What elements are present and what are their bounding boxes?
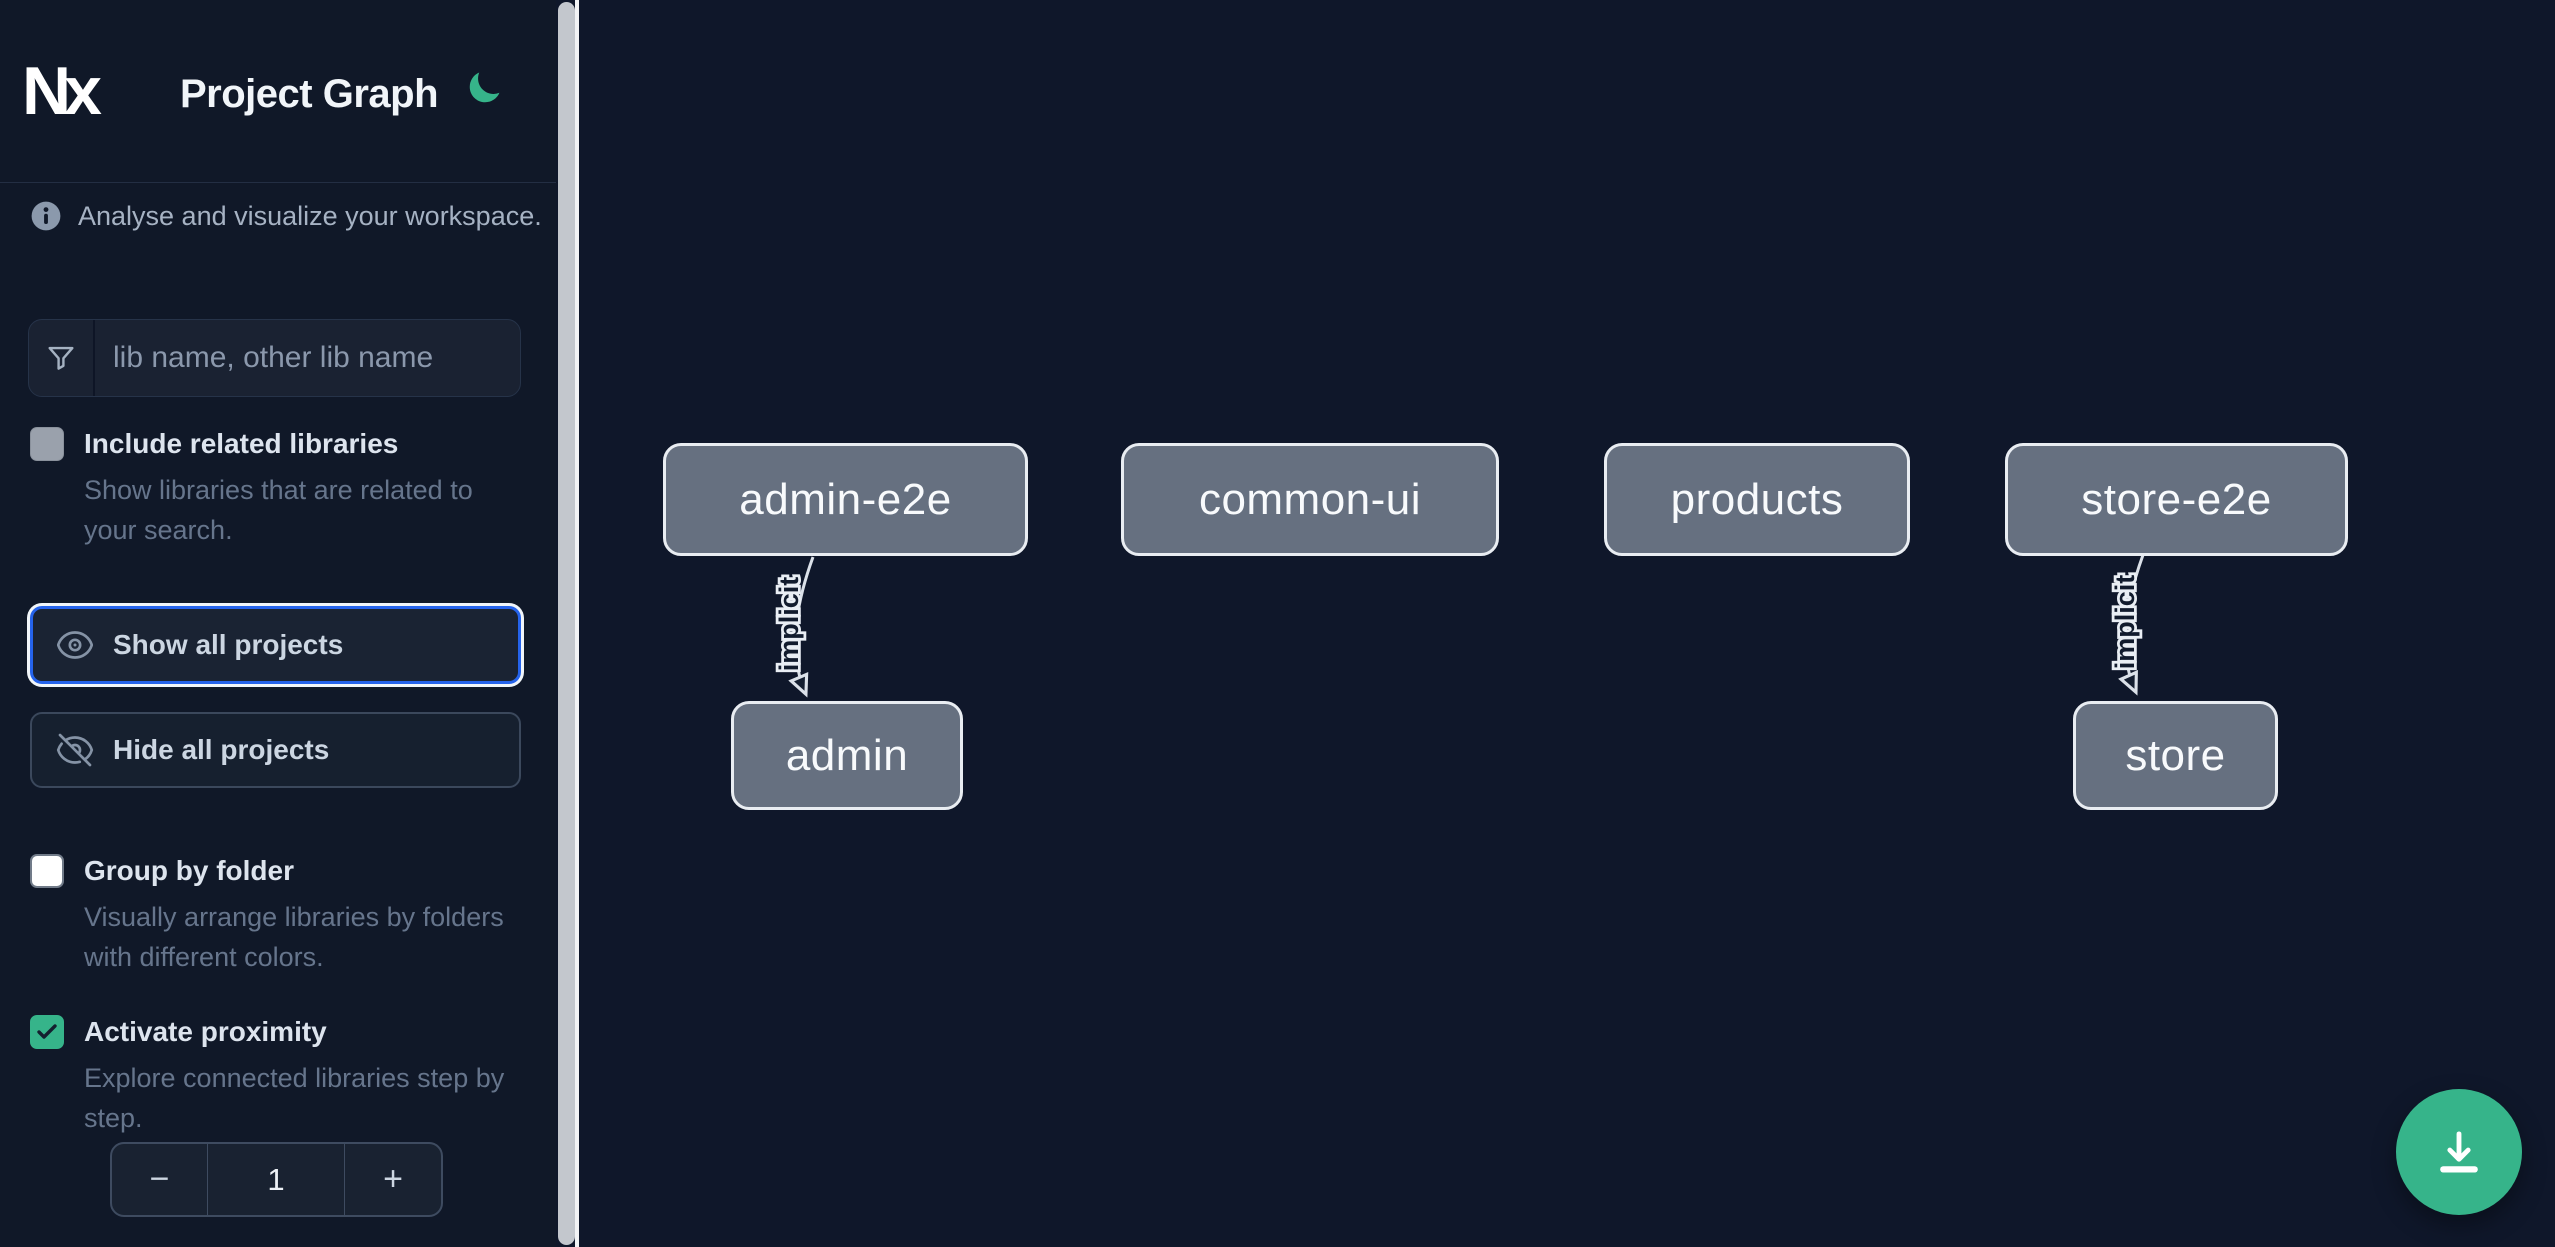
include-related-checkbox[interactable]	[30, 427, 64, 461]
page-title: Project Graph	[180, 72, 439, 116]
project-node-store[interactable]: store	[2073, 701, 2278, 810]
filter-icon-cell	[29, 320, 95, 396]
checkmark-icon	[37, 1024, 57, 1039]
sidebar-scrollbar-track	[575, 0, 579, 1247]
show-all-projects-label: Show all projects	[113, 629, 344, 660]
nx-logo-text: Nx	[26, 53, 102, 129]
include-related-description: Show libraries that are related to your …	[84, 475, 473, 545]
toggle-include-related: Include related libraries Show libraries…	[30, 427, 521, 550]
hide-all-projects-label: Hide all projects	[113, 734, 330, 765]
group-by-folder-label[interactable]: Group by folder	[84, 855, 294, 886]
project-node-common-ui[interactable]: common-ui	[1121, 443, 1499, 556]
group-by-folder-checkbox[interactable]	[30, 854, 64, 888]
download-icon	[2440, 1131, 2478, 1173]
project-node-store-e2e[interactable]: store-e2e	[2005, 443, 2348, 556]
activate-proximity-label[interactable]: Activate proximity	[84, 1016, 327, 1047]
toggle-group-by-folder: Group by folder Visually arrange librari…	[30, 854, 521, 977]
nx-logo: Nx	[26, 53, 109, 129]
search-input[interactable]	[95, 320, 520, 396]
sidebar-scrollbar-thumb[interactable]	[558, 2, 575, 1245]
search-box	[28, 319, 521, 397]
edge-label-implicit: implicit	[2110, 575, 2140, 670]
edge-store-e2e-to-store	[2126, 554, 2145, 690]
download-graph-button[interactable]	[2396, 1089, 2522, 1215]
include-related-label[interactable]: Include related libraries	[84, 428, 399, 459]
stepper-value: 1	[207, 1144, 345, 1215]
filter-icon	[48, 346, 74, 370]
edge-admin-e2e-to-admin	[796, 556, 815, 692]
group-by-folder-description: Visually arrange libraries by folders wi…	[84, 902, 504, 972]
proximity-depth-stepper: − 1 +	[110, 1142, 443, 1217]
sidebar: Nx Project Graph Analyse and visualize y…	[0, 0, 556, 1247]
eye-off-icon	[56, 733, 94, 767]
moon-icon	[469, 72, 500, 103]
toggle-activate-proximity: Activate proximity Explore connected lib…	[30, 1015, 521, 1138]
info-text: Analyse and visualize your workspace.	[78, 200, 542, 231]
project-node-admin-e2e[interactable]: admin-e2e	[663, 443, 1028, 556]
graph-edges-layer: implicit implicit	[771, 554, 2145, 1247]
activate-proximity-checkbox[interactable]	[30, 1015, 64, 1049]
activate-proximity-description: Explore connected libraries step by step…	[84, 1063, 505, 1133]
show-all-projects-button[interactable]: Show all projects	[30, 606, 521, 684]
project-node-products[interactable]: products	[1604, 443, 1910, 556]
workspace-info: Analyse and visualize your workspace.	[30, 200, 542, 232]
info-icon	[31, 201, 61, 231]
theme-toggle-button[interactable]	[460, 64, 508, 112]
eye-icon	[56, 631, 94, 659]
increment-button[interactable]: +	[345, 1144, 441, 1215]
edge-label-implicit: implicit	[774, 577, 804, 672]
graph-canvas[interactable]: implicit implicit admin-e2e common-ui pr…	[579, 0, 2555, 1247]
sidebar-header: Nx Project Graph	[0, 0, 556, 183]
hide-all-projects-button[interactable]: Hide all projects	[30, 712, 521, 788]
decrement-button[interactable]: −	[112, 1144, 207, 1215]
project-node-admin[interactable]: admin	[731, 701, 963, 810]
